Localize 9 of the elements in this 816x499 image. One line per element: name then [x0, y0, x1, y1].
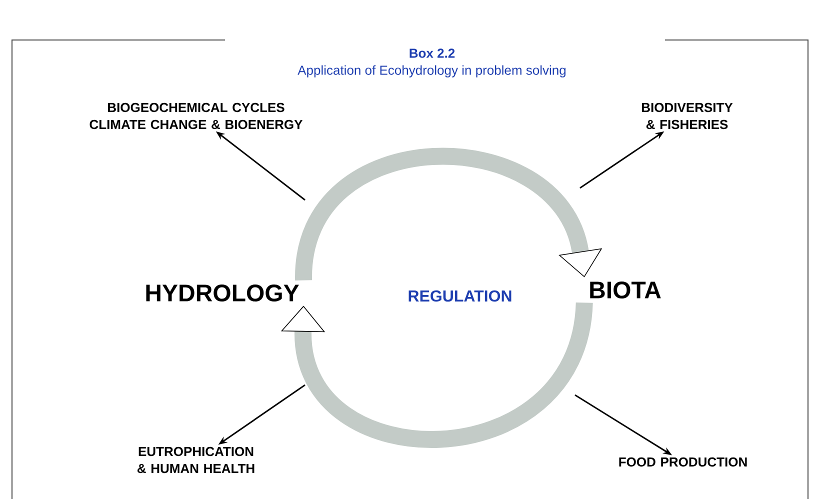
outcome-label: EUTROPHICATION & HUMAN HEALTH	[137, 446, 254, 474]
outcome-label: FOOD PRODUCTION	[619, 457, 747, 467]
outcome-label: BIODIVERSITY & FISHERIES	[642, 102, 733, 130]
outcome-label: BIOGEOCHEMICAL CYCLES CLIMATE CHANGE & BIOENERGY	[90, 102, 303, 130]
center-label: REGULATION	[408, 290, 512, 302]
cycle-arrow	[295, 148, 602, 282]
concept-label: HYDROLOGY	[146, 284, 299, 302]
cycle-arrow	[280, 301, 593, 448]
concept-label: BIOTA	[590, 282, 661, 298]
